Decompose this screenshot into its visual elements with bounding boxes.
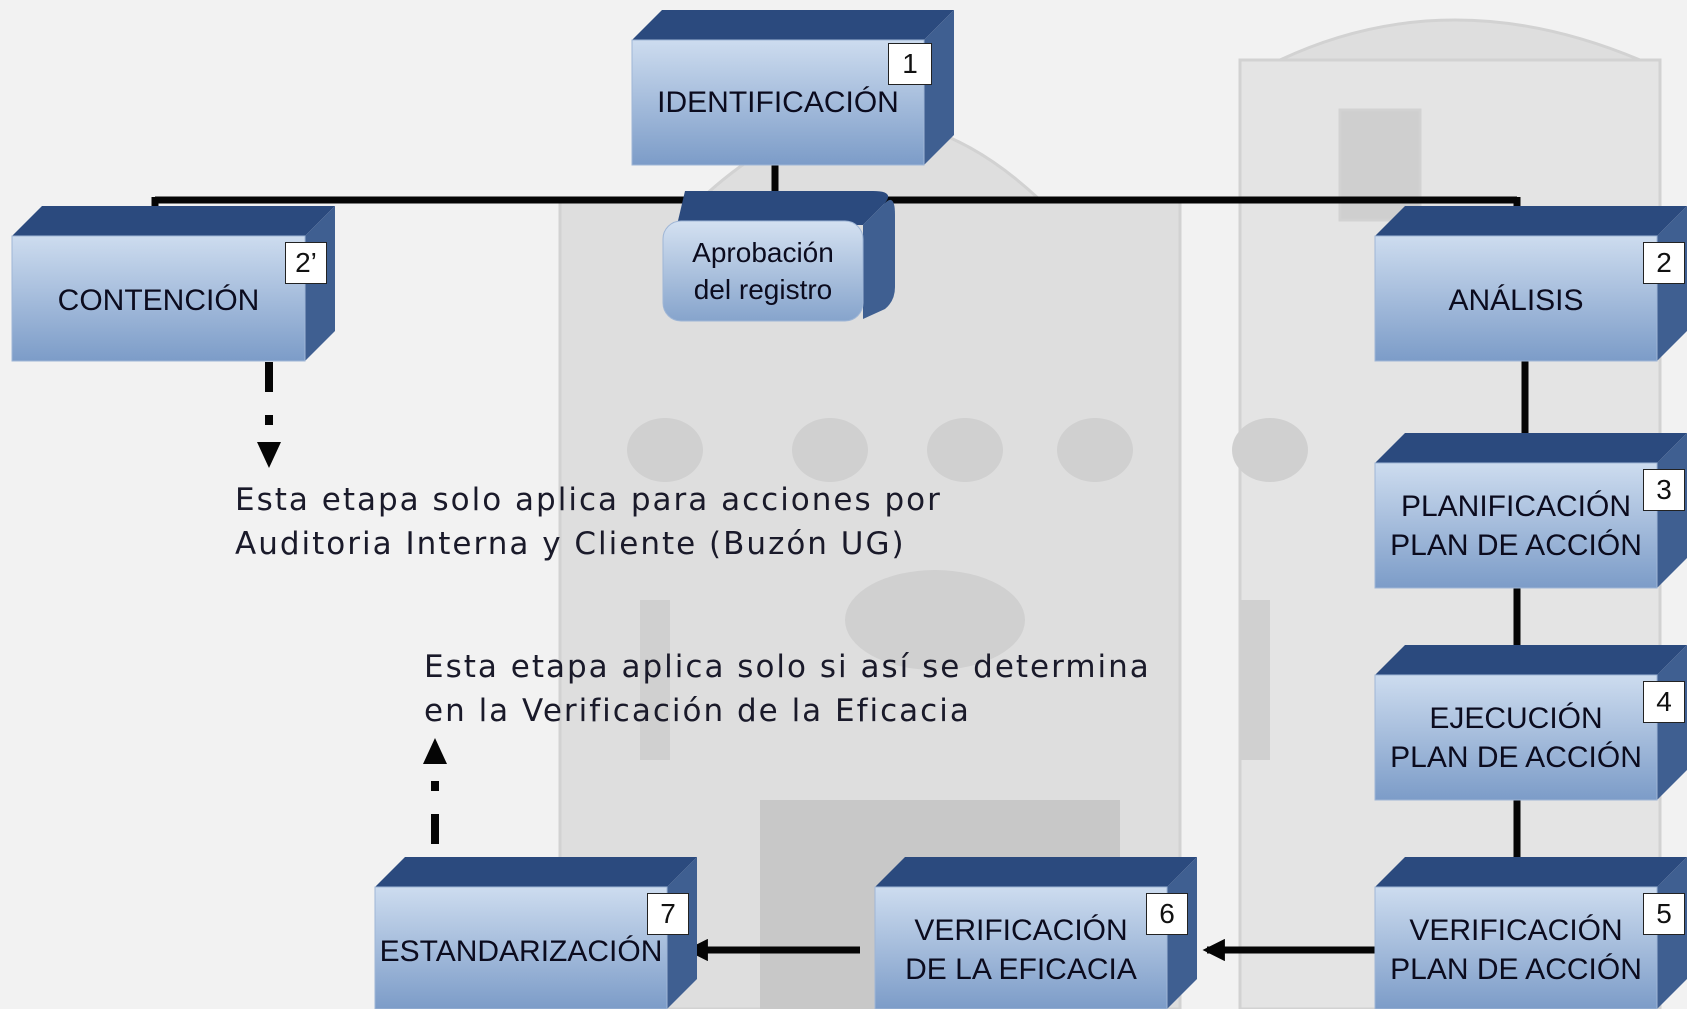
step-box-shape [1374,206,1687,362]
step-number-badge: 5 [1643,893,1685,935]
step-ejecucion: EJECUCIÓN PLAN DE ACCIÓN 4 [1374,645,1687,801]
step-planificacion: PLANIFICACIÓN PLAN DE ACCIÓN 3 [1374,433,1687,589]
step-label-line1: VERIFICACIÓN [914,914,1128,947]
step-label-line1: EJECUCIÓN [1429,702,1603,735]
step-label-line2: PLAN DE ACCIÓN [1390,741,1642,774]
step-label-line2: DE LA EFICACIA [905,953,1137,986]
step-number-badge: 2 [1643,242,1685,284]
step-label-line2: PLAN DE ACCIÓN [1390,529,1642,562]
note-line: Esta etapa solo aplica para acciones por [235,482,942,518]
step-label: IDENTIFICACIÓN [657,86,899,119]
note-line: Auditoria Interna y Cliente (Buzón UG) [235,526,906,562]
note-line: Esta etapa aplica solo si así se determi… [424,649,1151,685]
approval-box-shape [662,191,895,322]
step-analisis: ANÁLISIS 2 [1374,206,1687,362]
step-number-badge: 3 [1643,469,1685,511]
dashed-arrow-estandarizacion-note [423,738,447,844]
step-number-badge: 7 [647,893,689,935]
step-label-line2: PLAN DE ACCIÓN [1390,953,1642,986]
step-estandarizacion: ESTANDARIZACIÓN 7 [374,857,697,1009]
step-label-line1: PLANIFICACIÓN [1400,490,1632,523]
step-label-line1: VERIFICACIÓN [1409,914,1623,947]
note-estandarizacion: Esta etapa aplica solo si así se determi… [424,645,1151,733]
step-label: ESTANDARIZACIÓN [379,935,663,968]
step-label: ANÁLISIS [1448,284,1584,317]
step-box-shape [11,206,335,362]
step-number-badge: 6 [1146,893,1188,935]
approval-box: Aprobación del registro [662,191,895,322]
step-verificacion-plan: VERIFICACIÓN PLAN DE ACCIÓN 5 [1374,857,1687,1009]
step-number-badge: 2’ [285,242,327,284]
step-number-badge: 4 [1643,681,1685,723]
approval-label-line1: Aprobación [692,237,834,268]
step-verificacion-eficacia: VERIFICACIÓN DE LA EFICACIA 6 [874,857,1197,1009]
approval-label-line2: del registro [693,274,833,305]
step-box-shape [374,857,697,1009]
note-line: en la Verificación de la Eficacia [424,693,971,729]
step-contencion: CONTENCIÓN 2’ [11,206,335,362]
dashed-arrow-contencion-note [257,362,281,468]
step-box-shape [874,857,1197,1009]
step-box-shape [631,10,954,166]
step-label: CONTENCIÓN [57,284,260,317]
note-contencion: Esta etapa solo aplica para acciones por… [235,478,942,566]
step-identificacion: IDENTIFICACIÓN 1 [631,10,954,166]
step-number-badge: 1 [888,43,932,85]
